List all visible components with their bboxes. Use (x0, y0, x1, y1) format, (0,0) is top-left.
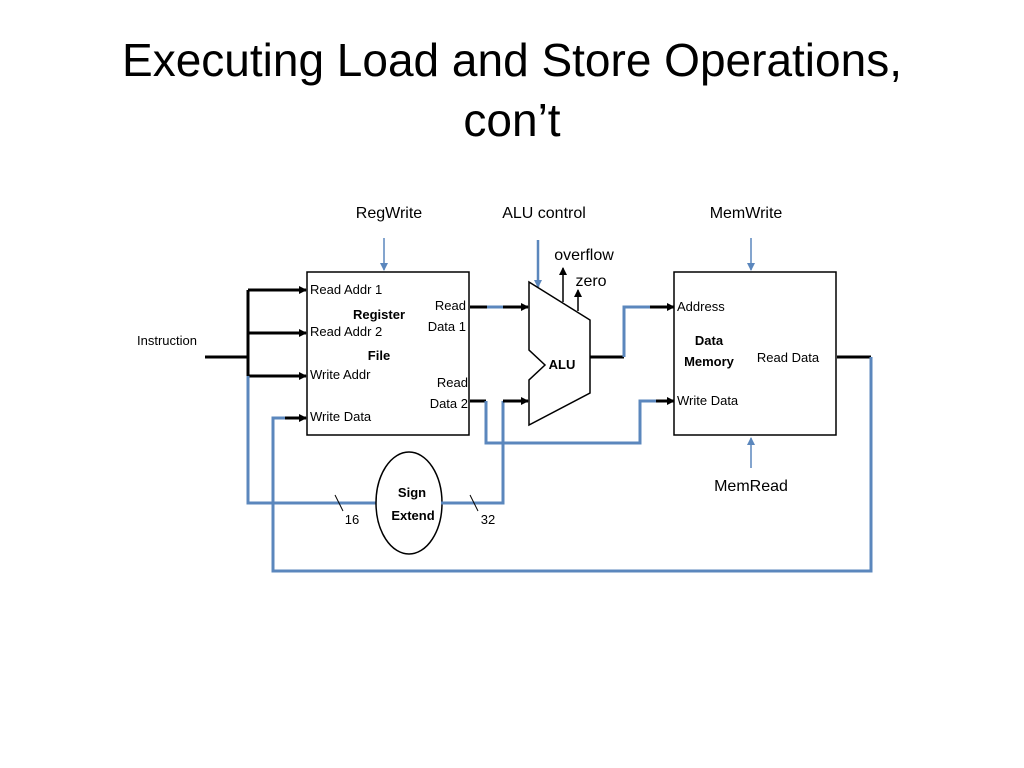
slide-title-line1: Executing Load and Store Operations, (122, 34, 902, 86)
register-file-title2: File (368, 348, 390, 363)
alu-unit (528, 280, 591, 427)
register-file (306, 271, 470, 436)
sign-extend-unit (375, 451, 443, 555)
zero-label: zero (575, 273, 606, 290)
width-16-label: 16 (345, 512, 359, 527)
overflow-label: overflow (554, 247, 614, 264)
width-16-slash (334, 494, 344, 512)
regwrite-label: RegWrite (356, 205, 422, 222)
sign-extend-output-wire (441, 401, 505, 505)
memwrite-label: MemWrite (710, 205, 783, 222)
instruction-label: Instruction (137, 333, 197, 348)
read-data1-label2: Data 1 (428, 319, 466, 334)
rf-write-data-label: Write Data (310, 409, 372, 424)
sign-extend-input-wire (246, 376, 378, 505)
data-memory (673, 271, 837, 436)
sign-extend-line2: Extend (391, 508, 434, 523)
data-memory-title2: Memory (684, 354, 735, 369)
read-data1-label1: Read (435, 298, 466, 313)
read-addr2-label: Read Addr 2 (310, 324, 382, 339)
address-label: Address (677, 299, 725, 314)
slide-title-line2: con’t (463, 94, 561, 146)
register-file-title1: Register (353, 307, 405, 322)
width-32-label: 32 (481, 512, 495, 527)
data-memory-title1: Data (695, 333, 724, 348)
alu-control-label: ALU control (502, 205, 586, 222)
alu-label: ALU (549, 357, 576, 372)
slide-title: Executing Load and Store Operations, con… (0, 30, 1024, 150)
read-data2-to-memory-wire (484, 399, 658, 445)
read-addr1-label: Read Addr 1 (310, 282, 382, 297)
read-data2-label1: Read (437, 375, 468, 390)
sign-extend-line1: Sign (398, 485, 426, 500)
mem-write-data-label: Write Data (677, 393, 739, 408)
writeback-wire (271, 357, 873, 573)
read-data2-label2: Data 2 (430, 396, 468, 411)
width-32-slash (469, 494, 479, 512)
mem-read-data-label: Read Data (757, 350, 820, 365)
alu-to-address-wire (622, 305, 652, 357)
memread-label: MemRead (714, 478, 788, 495)
write-addr-label: Write Addr (310, 367, 371, 382)
